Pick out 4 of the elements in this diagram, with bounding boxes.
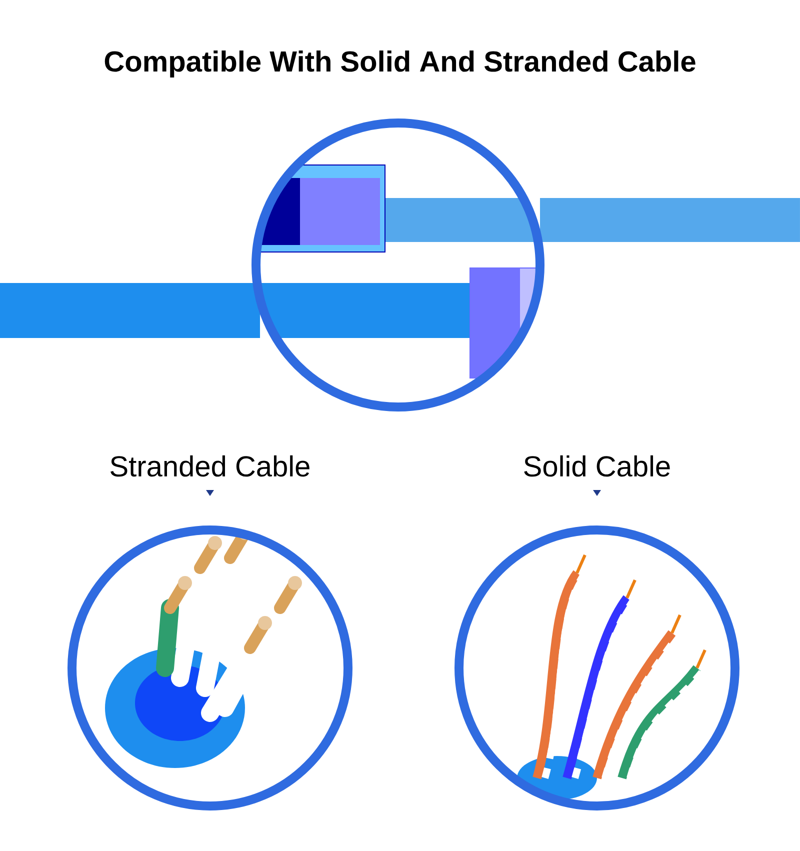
- cable-heading: Solid Cable: [524, 455, 670, 477]
- circle-frame: [252, 118, 544, 412]
- title: Compatible With Solid And Stranded Cable: [104, 50, 696, 78]
- cable-heading: Stranded Cable: [110, 455, 310, 477]
